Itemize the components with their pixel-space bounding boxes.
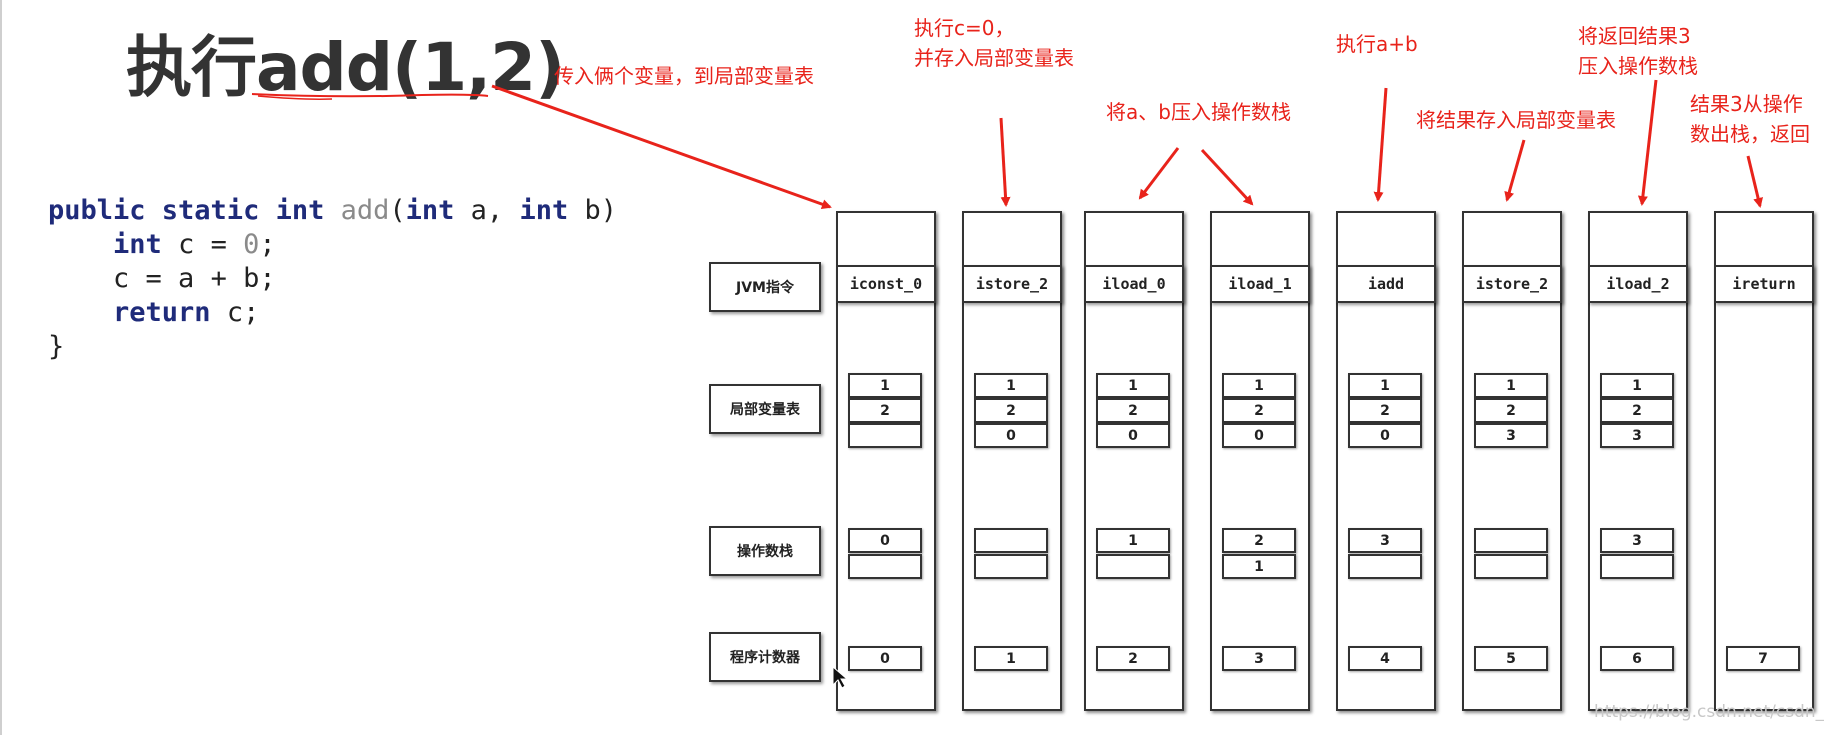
local-var-slot: 1 [1222, 373, 1296, 398]
annotation-pass-args: 传入俩个变量，到局部变量表 [554, 64, 814, 88]
program-counter-cell: 2 [1096, 646, 1170, 671]
jvm-instruction-cell: iload_2 [1588, 265, 1688, 303]
row-label-program-counter: 程序计数器 [709, 632, 821, 682]
jvm-instruction-cell: istore_2 [962, 265, 1062, 303]
jvm-instruction-cell: iload_1 [1210, 265, 1310, 303]
jvm-instruction-cell: istore_2 [1462, 265, 1562, 303]
local-var-slot: 3 [1600, 423, 1674, 448]
operand-stack-slot: 2 [1222, 528, 1296, 553]
code-line-5: } [48, 331, 65, 362]
operand-stack-slot [1474, 528, 1548, 553]
operand-stack-slot [974, 528, 1048, 553]
program-counter-cell: 5 [1474, 646, 1548, 671]
local-var-slot: 2 [848, 398, 922, 423]
arrow-push-result [1637, 79, 1658, 206]
mouse-cursor-icon [832, 666, 848, 689]
operand-stack-slot: 1 [1222, 554, 1296, 579]
annotation-return-line1: 结果3从操作 [1690, 92, 1803, 116]
annotation-return-line2: 数出栈，返回 [1690, 122, 1810, 146]
local-var-slot: 1 [974, 373, 1048, 398]
local-var-slot: 1 [1096, 373, 1170, 398]
jvm-instruction-cell: iadd [1336, 265, 1436, 303]
jvm-instruction-cell: iconst_0 [836, 265, 936, 303]
annotation-push-ab: 将a、b压入操作数栈 [1106, 100, 1291, 124]
local-var-slot: 2 [1096, 398, 1170, 423]
annotation-push-result-line2: 压入操作数栈 [1578, 54, 1698, 78]
local-var-slot: 2 [1600, 398, 1674, 423]
operand-stack-slot [1096, 554, 1170, 579]
local-var-slot: 1 [1600, 373, 1674, 398]
local-var-slot: 0 [974, 423, 1048, 448]
local-var-slot: 2 [1222, 398, 1296, 423]
local-var-slot: 2 [1348, 398, 1422, 423]
arrow-exec-add [1373, 87, 1388, 202]
program-counter-cell: 7 [1726, 646, 1800, 671]
operand-stack-slot: 3 [1600, 528, 1674, 553]
program-counter-cell: 1 [974, 646, 1048, 671]
page-title: 执行add(1,2) [126, 29, 565, 106]
local-var-slot: 0 [1096, 423, 1170, 448]
local-var-slot [848, 423, 922, 448]
operand-stack-slot [974, 554, 1048, 579]
operand-stack-slot: 1 [1096, 528, 1170, 553]
local-var-slot: 3 [1474, 423, 1548, 448]
annotation-exec-add: 执行a+b [1336, 32, 1418, 56]
operand-stack-slot [1600, 554, 1674, 579]
watermark: https://blog.csdn.net/csdn_lxy [1594, 702, 1824, 722]
code-line-4: return c; [113, 297, 260, 328]
program-counter-cell: 3 [1222, 646, 1296, 671]
arrow-exec-c0 [999, 117, 1011, 207]
local-var-slot: 0 [1348, 423, 1422, 448]
jvm-instruction-cell: iload_0 [1084, 265, 1184, 303]
code-block: public static int add(int a, int b) int … [48, 194, 617, 364]
local-var-slot: 2 [974, 398, 1048, 423]
operand-stack-slot: 0 [848, 528, 922, 553]
local-var-slot: 0 [1222, 423, 1296, 448]
arrow-push-b [1200, 148, 1254, 206]
arrow-store-result [1504, 139, 1526, 202]
local-var-slot: 1 [1348, 373, 1422, 398]
operand-stack-slot [1474, 554, 1548, 579]
arrow-push-a [1138, 147, 1180, 200]
row-label-local-vars: 局部变量表 [709, 384, 821, 434]
row-label-jvm-instr: JVM指令 [709, 262, 821, 312]
annotation-exec-c0-line1: 执行c=0， [914, 16, 1015, 40]
code-line-1: public static int add(int a, int b) [48, 195, 618, 226]
local-var-slot: 1 [848, 373, 922, 398]
jvm-instruction-cell: ireturn [1714, 265, 1814, 303]
local-var-slot: 2 [1474, 398, 1548, 423]
operand-stack-slot: 3 [1348, 528, 1422, 553]
operand-stack-slot [848, 554, 922, 579]
row-label-operand-stack: 操作数栈 [709, 526, 821, 576]
program-counter-cell: 4 [1348, 646, 1422, 671]
code-line-3: c = a + b; [113, 263, 276, 294]
instruction-column-7: ireturn 7 [1714, 211, 1814, 711]
local-var-slot: 1 [1474, 373, 1548, 398]
annotation-exec-c0-line2: 并存入局部变量表 [914, 46, 1074, 70]
annotation-push-result-line1: 将返回结果3 [1578, 24, 1691, 48]
program-counter-cell: 6 [1600, 646, 1674, 671]
code-line-2: int c = 0; [113, 229, 276, 260]
annotation-store-result: 将结果存入局部变量表 [1416, 108, 1616, 132]
operand-stack-slot [1348, 554, 1422, 579]
program-counter-cell: 0 [848, 646, 922, 671]
arrow-return [1746, 155, 1763, 208]
